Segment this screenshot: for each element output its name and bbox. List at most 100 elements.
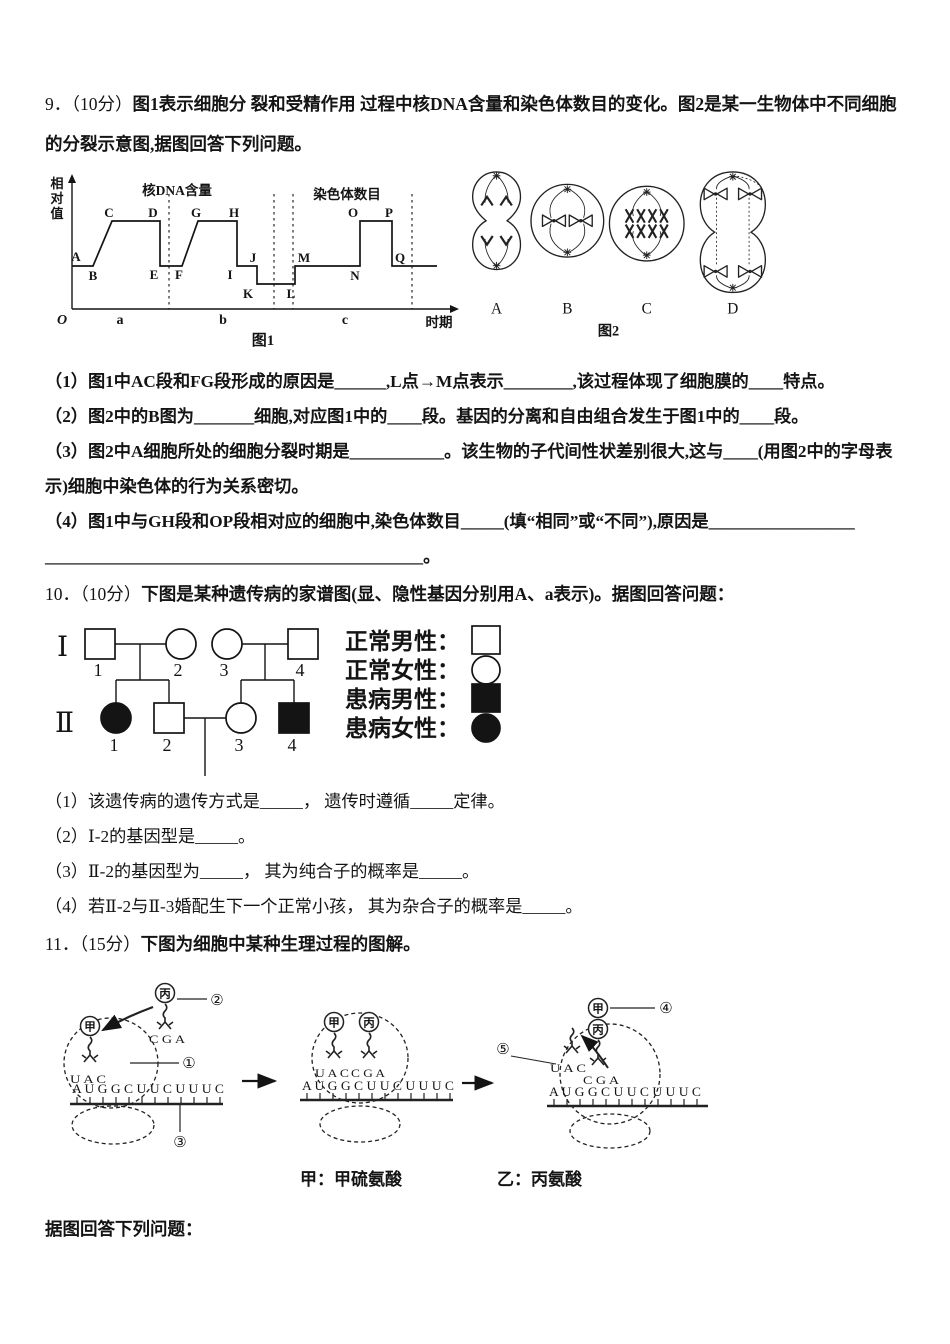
anticodon-uac: U A C: [315, 1066, 349, 1080]
svg-text:4: 4: [288, 735, 297, 755]
amino-acid-jia-circle: [323, 1011, 345, 1033]
svg-text:2: 2: [174, 660, 183, 680]
legend-normal-male: 正常男性：: [345, 629, 460, 654]
fig1-point-L: L: [287, 286, 296, 301]
mrna-base-ticks: [553, 1099, 698, 1106]
pedigree-legend-symbols: [471, 625, 501, 743]
label-4: ④: [659, 1001, 672, 1017]
q10-sub3: （3）Ⅱ-2的基因型为_____， 其为纯合子的概率是_____。: [45, 862, 480, 881]
svg-text:b: b: [219, 313, 227, 328]
mrna-base-ticks: [76, 1097, 221, 1104]
fig1-point-A: A: [71, 249, 81, 264]
q11-stem-text: 下图为细胞中某种生理过程的图解。: [140, 934, 421, 954]
legend-symbol-affected-male: [471, 683, 501, 713]
fig2-cell-labels: A B C D: [491, 301, 738, 318]
q9-sub4-blank-line: ________________________________________…: [45, 547, 441, 566]
q10-sub2: （2）Ⅰ-2的基因型是_____。: [45, 827, 256, 846]
trna-entry-arrow: [101, 1005, 154, 1032]
mrna-sequence: A U G G C U U C U U U C: [72, 1082, 224, 1096]
svg-text:2: 2: [163, 735, 172, 755]
q10-score: （10分）: [80, 584, 142, 604]
fig1-point-F: F: [175, 267, 183, 282]
legend-symbol-normal-female: [471, 655, 501, 685]
fig1-point-Q: Q: [395, 250, 405, 265]
q10-pedigree-figure: Ⅰ Ⅱ: [45, 618, 910, 778]
fig2-cell-A: [471, 171, 522, 271]
q10-sub4: （4）若Ⅱ-2与Ⅱ-3婚配生下一个正常小孩， 其为杂合子的概率是_____。: [45, 897, 583, 916]
individual-II4-affected-male: [278, 702, 310, 734]
amino-acid-jia-circle: [587, 997, 609, 1019]
translation-stage-3: A U G G C U U C U U U C U A C ⑤ 甲 丙 C G …: [496, 997, 708, 1149]
fig2-caption: 图2: [598, 323, 620, 340]
q9-sub3: （3）图2中A细胞所处的细胞分裂时期是___________。该生物的子代间性状…: [45, 442, 893, 496]
fig1-point-H: H: [229, 205, 239, 220]
label-1: ①: [182, 1056, 195, 1072]
legend-affected-male: 患病男性：: [345, 686, 460, 712]
fig1-point-E: E: [150, 267, 159, 282]
fig2-label-A: A: [491, 301, 502, 318]
individual-I1-normal-male: [84, 628, 116, 660]
q11-footer-prompt: 据图回答下列问题：: [45, 1219, 203, 1239]
svg-text:3: 3: [235, 735, 244, 755]
mrna-base-ticks: [306, 1093, 451, 1100]
fig2-label-C: C: [642, 301, 652, 318]
fig1-point-labels: A B C D E F G H I J K L M N O P Q: [71, 205, 405, 301]
caption-amino-jia: 甲：甲硫氨酸: [300, 1170, 402, 1189]
label-2: ②: [210, 993, 223, 1009]
svg-text:对: 对: [50, 191, 63, 206]
q9-figures: A B C D E F G H I J K L M N O P Q 相 对: [45, 168, 910, 358]
q9-sub4-line1: （4）图1中与GH段和OP段相对应的细胞中,染色体数目_____(填“相同”或“…: [45, 512, 855, 531]
pedigree-row2-numbers: 1 2 3 4: [110, 735, 297, 755]
fig2-cell-C: [608, 185, 685, 262]
page-content: 9．（10分）图1表示细胞分 裂和受精作用 过程中核DNA含量和染色体数目的变化…: [45, 94, 910, 1239]
fig1-phase-dividers: [168, 194, 413, 309]
anticodon-cga: C G A: [583, 1073, 619, 1087]
fig1-point-D: D: [148, 205, 157, 220]
fig1-chromosome-series-label: 染色体数目: [313, 186, 381, 202]
fig1-dna-series-label: 核DNA含量: [142, 182, 212, 198]
q10-stem-paragraph: 10．（10分）下图是某种遗传病的家谱图(显、隐性基因分别用A、a表示)。据图回…: [45, 574, 910, 614]
amino-acid-bing: 丙: [592, 1024, 604, 1037]
fig1-point-I: I: [227, 267, 232, 282]
svg-text:3: 3: [220, 660, 229, 680]
anticodon-uac: U A C: [550, 1061, 586, 1075]
trna-cga-incoming: [156, 1003, 174, 1030]
anticodon-cga: C G A: [351, 1066, 385, 1080]
fig1-xaxis-arrow: [450, 305, 459, 313]
label-5: ⑤: [496, 1042, 509, 1058]
individual-I2-normal-female: [165, 628, 197, 660]
q10-number: 10．: [45, 584, 80, 604]
q9-sub1: （1）图1中AC段和FG段形成的原因是______,L点→M点表示_______…: [45, 372, 835, 391]
trna-uac: [325, 1032, 343, 1059]
q11-translation-figure: A U G G C U U C U U U C 甲 U A C 丙 C G A …: [60, 966, 910, 1190]
mrna-sequence: A U G G C U U C U U U C: [549, 1085, 701, 1099]
pedigree-row1-numbers: 1 2 3 4: [94, 660, 305, 680]
figure1-dna-chromosome-graph: A B C D E F G H I J K L M N O P Q 相 对: [50, 174, 459, 349]
caption-amino-yi: 乙：丙氨酸: [497, 1170, 582, 1189]
q9-sub4: （4）图1中与GH段和OP段相对应的细胞中,染色体数目_____(填“相同”或“…: [45, 504, 910, 574]
amino-acid-bing-circle: [587, 1018, 609, 1040]
legend-normal-female: 正常女性：: [345, 657, 460, 683]
pedigree-legend: 正常男性： 正常女性： 患病男性： 患病女性：: [345, 629, 460, 741]
q10-stem-text: 下图是某种遗传病的家谱图(显、隐性基因分别用A、a表示)。据图回答问题：: [141, 584, 735, 604]
fig1-point-P: P: [385, 205, 393, 220]
q11-stem-paragraph: 11．（15分）下图为细胞中某种生理过程的图解。: [45, 924, 910, 964]
svg-text:1: 1: [94, 660, 103, 680]
individual-II2-normal-male: [153, 702, 185, 734]
svg-text:相: 相: [50, 176, 63, 191]
ribosome-large-subunit: [559, 1023, 661, 1125]
figure2-cell-diagrams: A B C D 图2: [471, 171, 767, 340]
label5-leader: [510, 1055, 557, 1065]
individual-I4-normal-male: [287, 628, 319, 660]
q9-number: 9．: [45, 94, 72, 114]
amino-acid-bing: 丙: [159, 988, 171, 1001]
trna-exit-arrow: [580, 1034, 609, 1069]
fig1-point-C: C: [104, 205, 113, 220]
generation-II-label: Ⅱ: [55, 708, 74, 739]
svg-text:值: 值: [50, 206, 63, 221]
fig1-point-M: M: [298, 250, 310, 265]
translation-process-diagram: A U G G C U U C U U U C 甲 U A C 丙 C G A …: [63, 982, 708, 1151]
q11-score: （15分）: [79, 934, 141, 954]
trna-cga: [360, 1032, 378, 1059]
